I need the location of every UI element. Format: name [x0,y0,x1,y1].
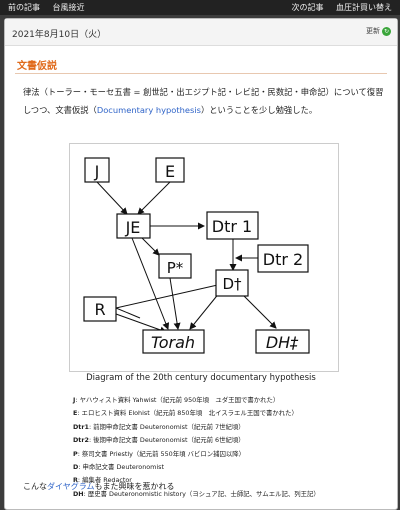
legend-key: Dtr2 [73,436,89,445]
legend-item: Dtr1: 前期申命記文書 Deuteronomist（紀元前 7世紀頃） [73,421,393,434]
top-navigation: 前の記事 台風接近 次の記事 血圧計買い替え [0,0,400,15]
node-d-box [215,269,249,297]
node-p-label: P* [167,259,184,277]
nav-next-group: 次の記事 血圧計買い替え [281,0,392,15]
documentary-hypothesis-link[interactable]: Documentary hypothesis [96,105,201,115]
node-j-box [84,157,110,183]
edge-je-p [141,237,160,256]
footer-text: こんなダイヤグラムもまた興味を惹かれる [23,481,175,492]
hypothesis-diagram: J E JE Dtr 1 P* Dtr 2 D† R Torah DH‡ [69,143,339,372]
update-button[interactable]: 更新↻ [366,26,391,36]
intro-text-a: 律法（トーラー・モーセ五書 = 創世記・出エジプト記・レビ記・民数記・申命記）に… [23,87,384,115]
diagram-labels: J E JE Dtr 1 P* Dtr 2 D† R Torah DH‡ [94,162,304,352]
legend-item: P: 祭司文書 Priestly（紀元前 550年頃 バビロン捕囚以降） [73,448,393,461]
legend-key: E [73,409,78,418]
legend-text: : 後期申命記文書 Deuteronomist（紀元前 6世紀頃） [88,436,245,445]
footer-text-a: こんな [23,482,47,491]
edge-e-je [137,181,171,215]
node-torah-label: Torah [151,333,195,352]
post-date: 2021年8月10日（火） [12,30,107,40]
legend-item: J: ヤハウィスト資料 Yahwist（紀元前 950年頃 ユダ王国で書かれた） [73,394,393,407]
update-label: 更新 [366,27,380,35]
legend-item: E: エロヒスト資料 Elohist（紀元前 850年頃 北イスラエル王国で書か… [73,407,393,420]
edge-p-torah [169,277,181,330]
next-article-link[interactable]: 次の記事 [291,3,324,12]
legend-key: Dtr1 [73,422,89,431]
edge-r-a [115,307,141,319]
diagram-nodes [83,157,310,354]
node-dtr1-label: Dtr 1 [212,217,252,236]
legend-text: : 前期申命記文書 Deuteronomist（紀元前 7世紀頃） [88,422,245,431]
edge-d-dh [241,293,277,329]
legend-text: : 編集者 Redactor [77,476,132,485]
node-j-label: J [94,162,100,181]
diagram-caption: Diagram of the 20th century documentary … [86,373,316,383]
legend-list: J: ヤハウィスト資料 Yahwist（紀元前 950年頃 ユダ王国で書かれた）… [73,394,393,501]
legend-text: : 申命記文書 Deuteronomist [78,463,165,472]
node-dtr2-box [257,244,309,273]
refresh-icon: ↻ [382,26,391,36]
node-dh-box [255,329,310,354]
legend-item: R: 編集者 Redactor [73,474,393,487]
diagram-edges [96,181,277,334]
edge-je-torah [131,237,170,330]
edge-r-torah [115,313,167,334]
node-je-label: JE [125,218,141,237]
edge-j-je [96,181,128,215]
legend-text: : エロヒスト資料 Elohist（紀元前 850年頃 北イスラエル王国で書かれ… [77,409,298,418]
nav-prev-group: 前の記事 台風接近 [8,0,95,15]
intro-text-b: ）ということを少し勉強した。 [200,105,318,115]
node-p-box [158,253,192,279]
legend-key: DH [73,489,84,498]
edge-d-torah [189,291,221,330]
legend-key: P [73,449,78,458]
legend-text: : 歴史書 Deuteronomistic history（ヨシュア記、士師記、… [83,489,320,498]
node-dtr2-label: Dtr 2 [263,250,303,269]
diagram-svg: J E JE Dtr 1 P* Dtr 2 D† R Torah DH‡ [83,157,310,354]
legend-item: D: 申命記文書 Deuteronomist [73,461,393,474]
prev-article-title-link[interactable]: 台風接近 [52,3,85,12]
node-dh-label: DH‡ [266,333,299,352]
node-e-label: E [165,162,175,181]
legend-key: J [73,396,76,404]
legend-item: Dtr2: 後期申命記文書 Deuteronomist（紀元前 6世紀頃） [73,434,393,447]
date-bar: 2021年8月10日（火） 更新↻ [5,19,397,46]
edge-r-d [115,281,223,309]
post-card: 2021年8月10日（火） 更新↻ 文書仮説 律法（トーラー・モーセ五書 = 創… [4,18,398,510]
legend-text: : ヤハウィスト資料 Yahwist（紀元前 950年頃 ユダ王国で書かれた） [75,396,280,404]
title-divider [15,73,387,74]
node-r-box [83,296,117,322]
footer-text-b: もまた興味を惹かれる [94,482,175,491]
node-r-label: R [94,300,105,319]
legend-key: D [73,463,79,472]
prev-article-link[interactable]: 前の記事 [8,3,40,12]
intro-paragraph: 律法（トーラー・モーセ五書 = 創世記・出エジプト記・レビ記・民数記・申命記）に… [23,83,385,119]
node-e-box [155,157,185,183]
legend-text: : 祭司文書 Priestly（紀元前 550年頃 バビロン捕囚以降） [77,449,246,458]
diagram-link[interactable]: ダイヤグラム [47,482,95,491]
node-dtr1-box [206,211,259,240]
node-je-box [116,213,151,239]
legend-item: DH: 歴史書 Deuteronomistic history（ヨシュア記、士師… [73,488,393,501]
next-article-title-link[interactable]: 血圧計買い替え [336,3,392,12]
legend-key: R [73,476,78,485]
node-torah-box [142,329,205,354]
node-d-label: D† [222,275,242,293]
post-title: 文書仮説 [17,61,57,72]
